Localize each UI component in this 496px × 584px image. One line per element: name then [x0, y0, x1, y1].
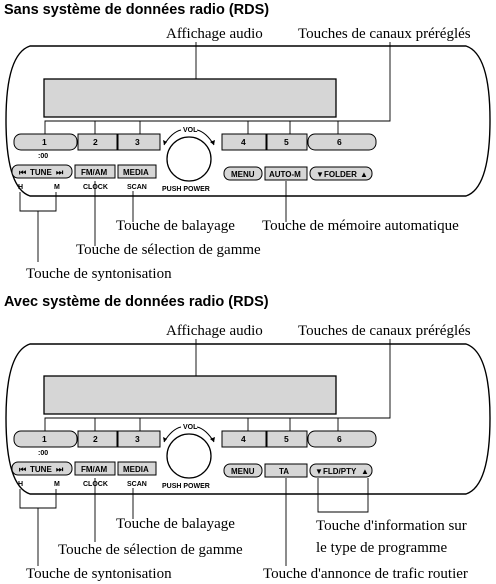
fld-pty-up-icon: ▲: [361, 467, 369, 476]
menu-label: MENU: [231, 467, 255, 476]
band-callout: Touche de sélection de gamme: [76, 242, 261, 258]
preset-label-6: 6: [337, 137, 342, 147]
preset-button-4[interactable]: [221, 430, 267, 448]
tune-label: TUNE: [30, 465, 52, 474]
band-callout: Touche de sélection de gamme: [58, 542, 243, 558]
fmam-button[interactable]: [74, 461, 116, 476]
pty-callout-line2: le type de programme: [316, 540, 448, 556]
tune-label: TUNE: [30, 168, 52, 177]
presets-callout-line: [44, 42, 391, 136]
time-label: :00: [38, 450, 48, 457]
scan-callout: Touche de balayage: [116, 516, 235, 532]
audio-display: [43, 78, 337, 118]
pty-bracket: [317, 478, 369, 513]
tune-next-icon: ⏭: [56, 168, 64, 177]
preset-label-2: 2: [93, 137, 98, 147]
preset-button-4[interactable]: [221, 133, 267, 151]
section-with-rds: Avec système de données radio (RDS) Affi…: [4, 294, 491, 582]
preset-label-5: 5: [284, 434, 289, 444]
preset-label-4: 4: [241, 137, 246, 147]
fmam-label: FM/AM: [81, 168, 108, 177]
preset-button-6[interactable]: [307, 133, 377, 151]
tune-button[interactable]: [11, 461, 73, 476]
m-label: M: [54, 184, 60, 191]
vol-label: VOL: [183, 424, 198, 431]
media-label: MEDIA: [123, 465, 149, 474]
section-heading: Avec système de données radio (RDS): [4, 294, 269, 310]
volume-knob[interactable]: [166, 136, 212, 182]
preset-button-2[interactable]: [77, 430, 118, 448]
fld-pty-label: FLD/PTY: [323, 467, 357, 476]
menu-button[interactable]: [223, 166, 263, 181]
preset-label-5: 5: [284, 137, 289, 147]
preset-button-3[interactable]: [117, 133, 161, 151]
tune-next-icon: ⏭: [56, 465, 64, 474]
preset-label-1: 1: [42, 137, 47, 147]
preset-button-2[interactable]: [77, 133, 118, 151]
fld-pty-button[interactable]: [309, 463, 373, 478]
preset-buttons: 1 2 3 4 5 6: [13, 430, 377, 448]
preset-label-4: 4: [241, 434, 246, 444]
scan-label: SCAN: [127, 481, 147, 488]
presets-callout-line: [44, 339, 391, 433]
scan-callout: Touche de balayage: [116, 218, 235, 234]
preset-button-1[interactable]: [13, 430, 78, 448]
preset-label-1: 1: [42, 434, 47, 444]
tune-button[interactable]: [11, 164, 73, 179]
preset-button-6[interactable]: [307, 430, 377, 448]
h-label: H: [18, 184, 23, 191]
scan-label: SCAN: [127, 184, 147, 191]
preset-label-3: 3: [135, 434, 140, 444]
preset-button-5[interactable]: [266, 133, 308, 151]
ta-label: TA: [279, 467, 289, 476]
display-callout: Affichage audio: [166, 26, 263, 42]
ta-button[interactable]: [264, 463, 308, 478]
preset-button-1[interactable]: [13, 133, 78, 151]
push-power-label: PUSH POWER: [162, 483, 210, 490]
section-heading: Sans système de données radio (RDS): [4, 2, 269, 18]
folder-button[interactable]: [309, 166, 373, 181]
fmam-button[interactable]: [74, 164, 116, 179]
fld-pty-down-icon: ▼: [315, 467, 323, 476]
tune-callout: Touche de syntonisation: [26, 266, 172, 282]
preset-label-6: 6: [337, 434, 342, 444]
tune-prev-icon: ⏮: [19, 465, 26, 474]
folder-label: FOLDER: [324, 170, 357, 179]
m-label: M: [54, 481, 60, 488]
media-button[interactable]: [117, 461, 157, 476]
tune-prev-icon: ⏮: [19, 168, 26, 177]
automem-callout: Touche de mémoire automatique: [262, 218, 459, 234]
tune-callout: Touche de syntonisation: [26, 566, 172, 582]
preset-label-3: 3: [135, 137, 140, 147]
preset-button-5[interactable]: [266, 430, 308, 448]
preset-buttons: 1 2 3 4 5 6: [13, 133, 377, 151]
media-label: MEDIA: [123, 168, 149, 177]
display-callout: Affichage audio: [166, 323, 263, 339]
fmam-label: FM/AM: [81, 465, 108, 474]
menu-button[interactable]: [223, 463, 263, 478]
preset-button-3[interactable]: [117, 430, 161, 448]
media-button[interactable]: [117, 164, 157, 179]
menu-label: MENU: [231, 170, 255, 179]
section-without-rds: Sans système de données radio (RDS) Affi…: [4, 2, 491, 282]
vol-label: VOL: [183, 127, 198, 134]
folder-down-icon: ▼: [316, 170, 324, 179]
pty-callout-line1: Touche d'information sur: [316, 518, 467, 534]
volume-knob[interactable]: [166, 433, 212, 479]
folder-up-icon: ▲: [360, 170, 368, 179]
push-power-label: PUSH POWER: [162, 186, 210, 193]
h-label: H: [18, 481, 23, 488]
presets-callout: Touches de canaux préréglés: [298, 323, 471, 339]
audio-display: [43, 375, 337, 415]
preset-label-2: 2: [93, 434, 98, 444]
auto-m-label: AUTO-M: [269, 170, 301, 179]
ta-callout: Touche d'annonce de trafic routier: [263, 566, 468, 582]
auto-m-button[interactable]: [264, 166, 308, 181]
presets-callout: Touches de canaux préréglés: [298, 26, 471, 42]
time-label: :00: [38, 153, 48, 160]
